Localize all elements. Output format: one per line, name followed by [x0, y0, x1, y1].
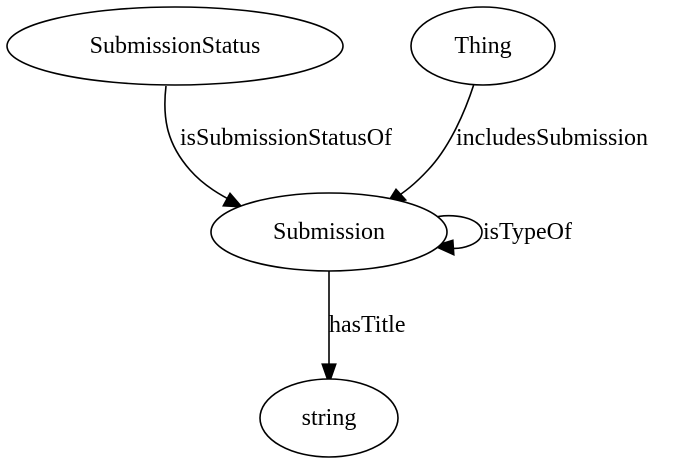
node-label-thing: Thing — [454, 33, 511, 59]
node-thing: Thing — [410, 6, 556, 86]
edge-label-has-title: hasTitle — [329, 312, 405, 338]
edge-label-is-type-of: isTypeOf — [483, 219, 572, 245]
node-label-submission: Submission — [273, 219, 385, 245]
edge-is-type-of: isTypeOf — [431, 214, 572, 256]
node-label-submission-status: SubmissionStatus — [90, 33, 261, 59]
node-label-string: string — [302, 405, 357, 431]
edge-is-submission-status-of: isSubmissionStatusOf — [164, 85, 392, 208]
node-string: string — [259, 378, 399, 458]
node-submission: Submission — [210, 192, 448, 272]
edge-label-includes-submission: includesSubmission — [456, 125, 648, 151]
edge-includes-submission: includesSubmission — [384, 83, 648, 206]
edge-has-title: hasTitle — [321, 270, 405, 386]
node-submission-status: SubmissionStatus — [6, 6, 344, 86]
edge-label-is-submission-status-of: isSubmissionStatusOf — [180, 125, 392, 151]
